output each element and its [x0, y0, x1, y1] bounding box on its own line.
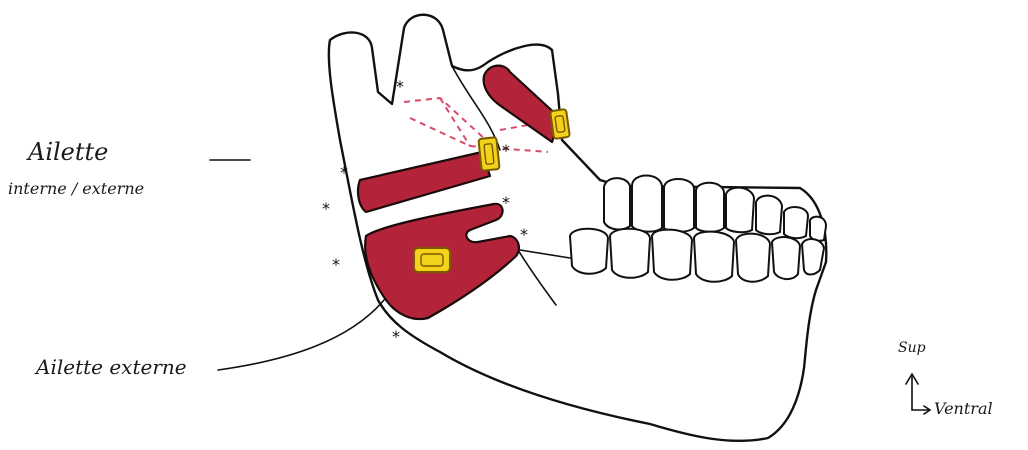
screw-plate-icon: [550, 109, 570, 139]
asterisk-marker-icon: *: [322, 199, 330, 218]
orientation-sup-label: Sup: [898, 340, 926, 356]
label-ailette-line2: interne / externe: [8, 179, 144, 198]
asterisk-marker-icon: *: [502, 141, 510, 160]
asterisk-marker-icon: *: [340, 163, 348, 182]
screw-plate-icon: [478, 137, 499, 171]
asterisk-marker-icon: *: [332, 255, 340, 274]
asterisk-marker-icon: *: [396, 77, 404, 96]
label-ailette-externe: Ailette externe: [34, 355, 187, 379]
screw-plate-icon: [414, 248, 450, 272]
orientation-arrow-icon: Sup Ventral: [898, 340, 993, 418]
external-wing-leader-line: [218, 300, 384, 370]
asterisk-marker-icon: *: [392, 327, 400, 346]
asterisk-marker-icon: *: [520, 225, 528, 244]
label-ailette-line1: Ailette: [26, 138, 108, 166]
asterisk-marker-icon: *: [502, 193, 510, 212]
orientation-ventral-label: Ventral: [934, 399, 993, 418]
